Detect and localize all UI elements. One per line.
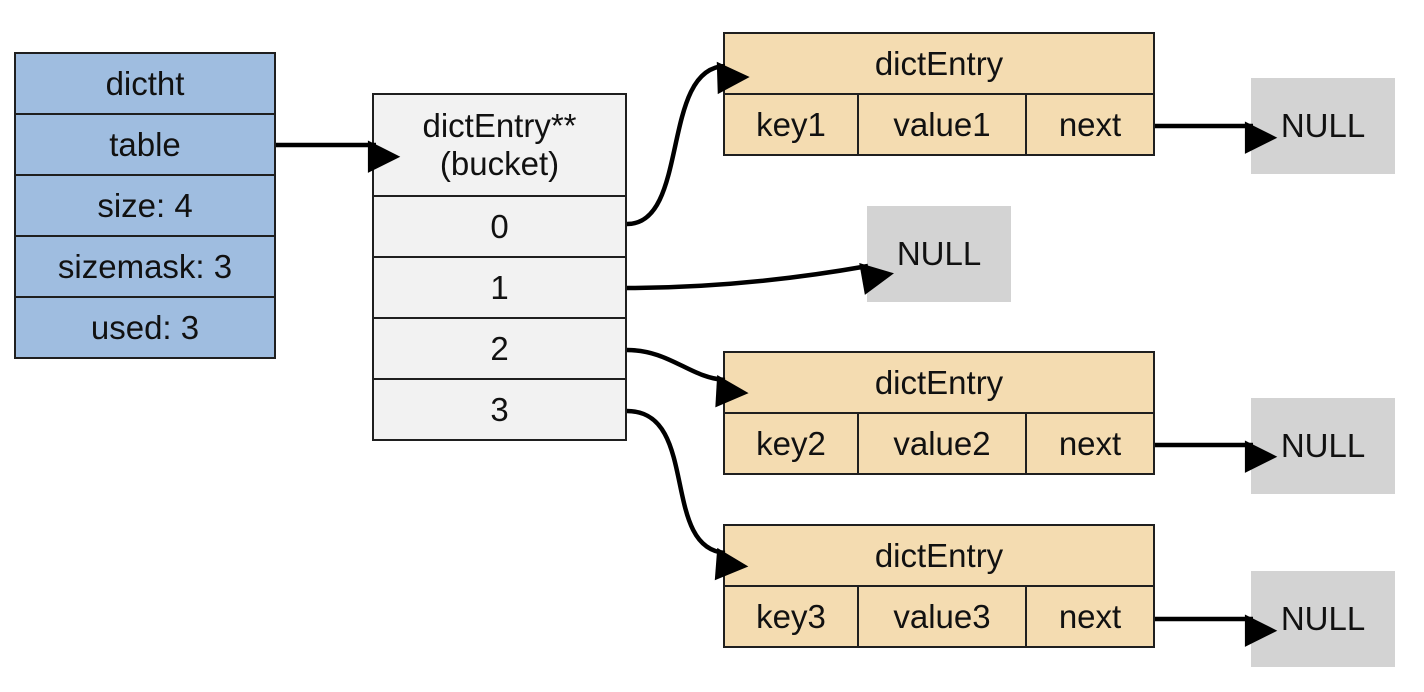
bucket-title: dictEntry** (bucket): [372, 93, 627, 197]
bucket-slot-2: 2: [372, 317, 627, 380]
dict-entry-title: dictEntry: [723, 524, 1155, 587]
arrow-bucket3-to-entry3: [626, 408, 749, 581]
dict-entry-next: next: [1025, 585, 1155, 648]
dict-entry-key: key3: [723, 585, 859, 648]
dict-entry-value: value2: [857, 412, 1027, 475]
dictht-field-sizemask: sizemask: 3: [14, 235, 276, 298]
dict-entry-key: key2: [723, 412, 859, 475]
arrow-bucket1-to-null: [626, 262, 894, 295]
dict-entry-key: key1: [723, 93, 859, 156]
bucket-slot-0: 0: [372, 195, 627, 258]
dict-entry-title: dictEntry: [723, 32, 1155, 95]
dictht-field-size: size: 4: [14, 174, 276, 237]
arrow-bucket2-to-entry2: [626, 347, 749, 408]
bucket-title-line2: (bucket): [439, 145, 560, 182]
bucket-slot-3: 3: [372, 378, 627, 441]
arrow-bucket0-to-entry1: [626, 61, 750, 227]
dictht-field-used: used: 3: [14, 296, 276, 359]
null-box-entry-2: NULL: [1251, 398, 1395, 494]
dictht-title: dictht: [14, 52, 276, 115]
dict-entry-next: next: [1025, 412, 1155, 475]
dict-entry-value: value1: [857, 93, 1027, 156]
bucket-title-line1: dictEntry**: [422, 107, 577, 145]
dict-entry-next: next: [1025, 93, 1155, 156]
